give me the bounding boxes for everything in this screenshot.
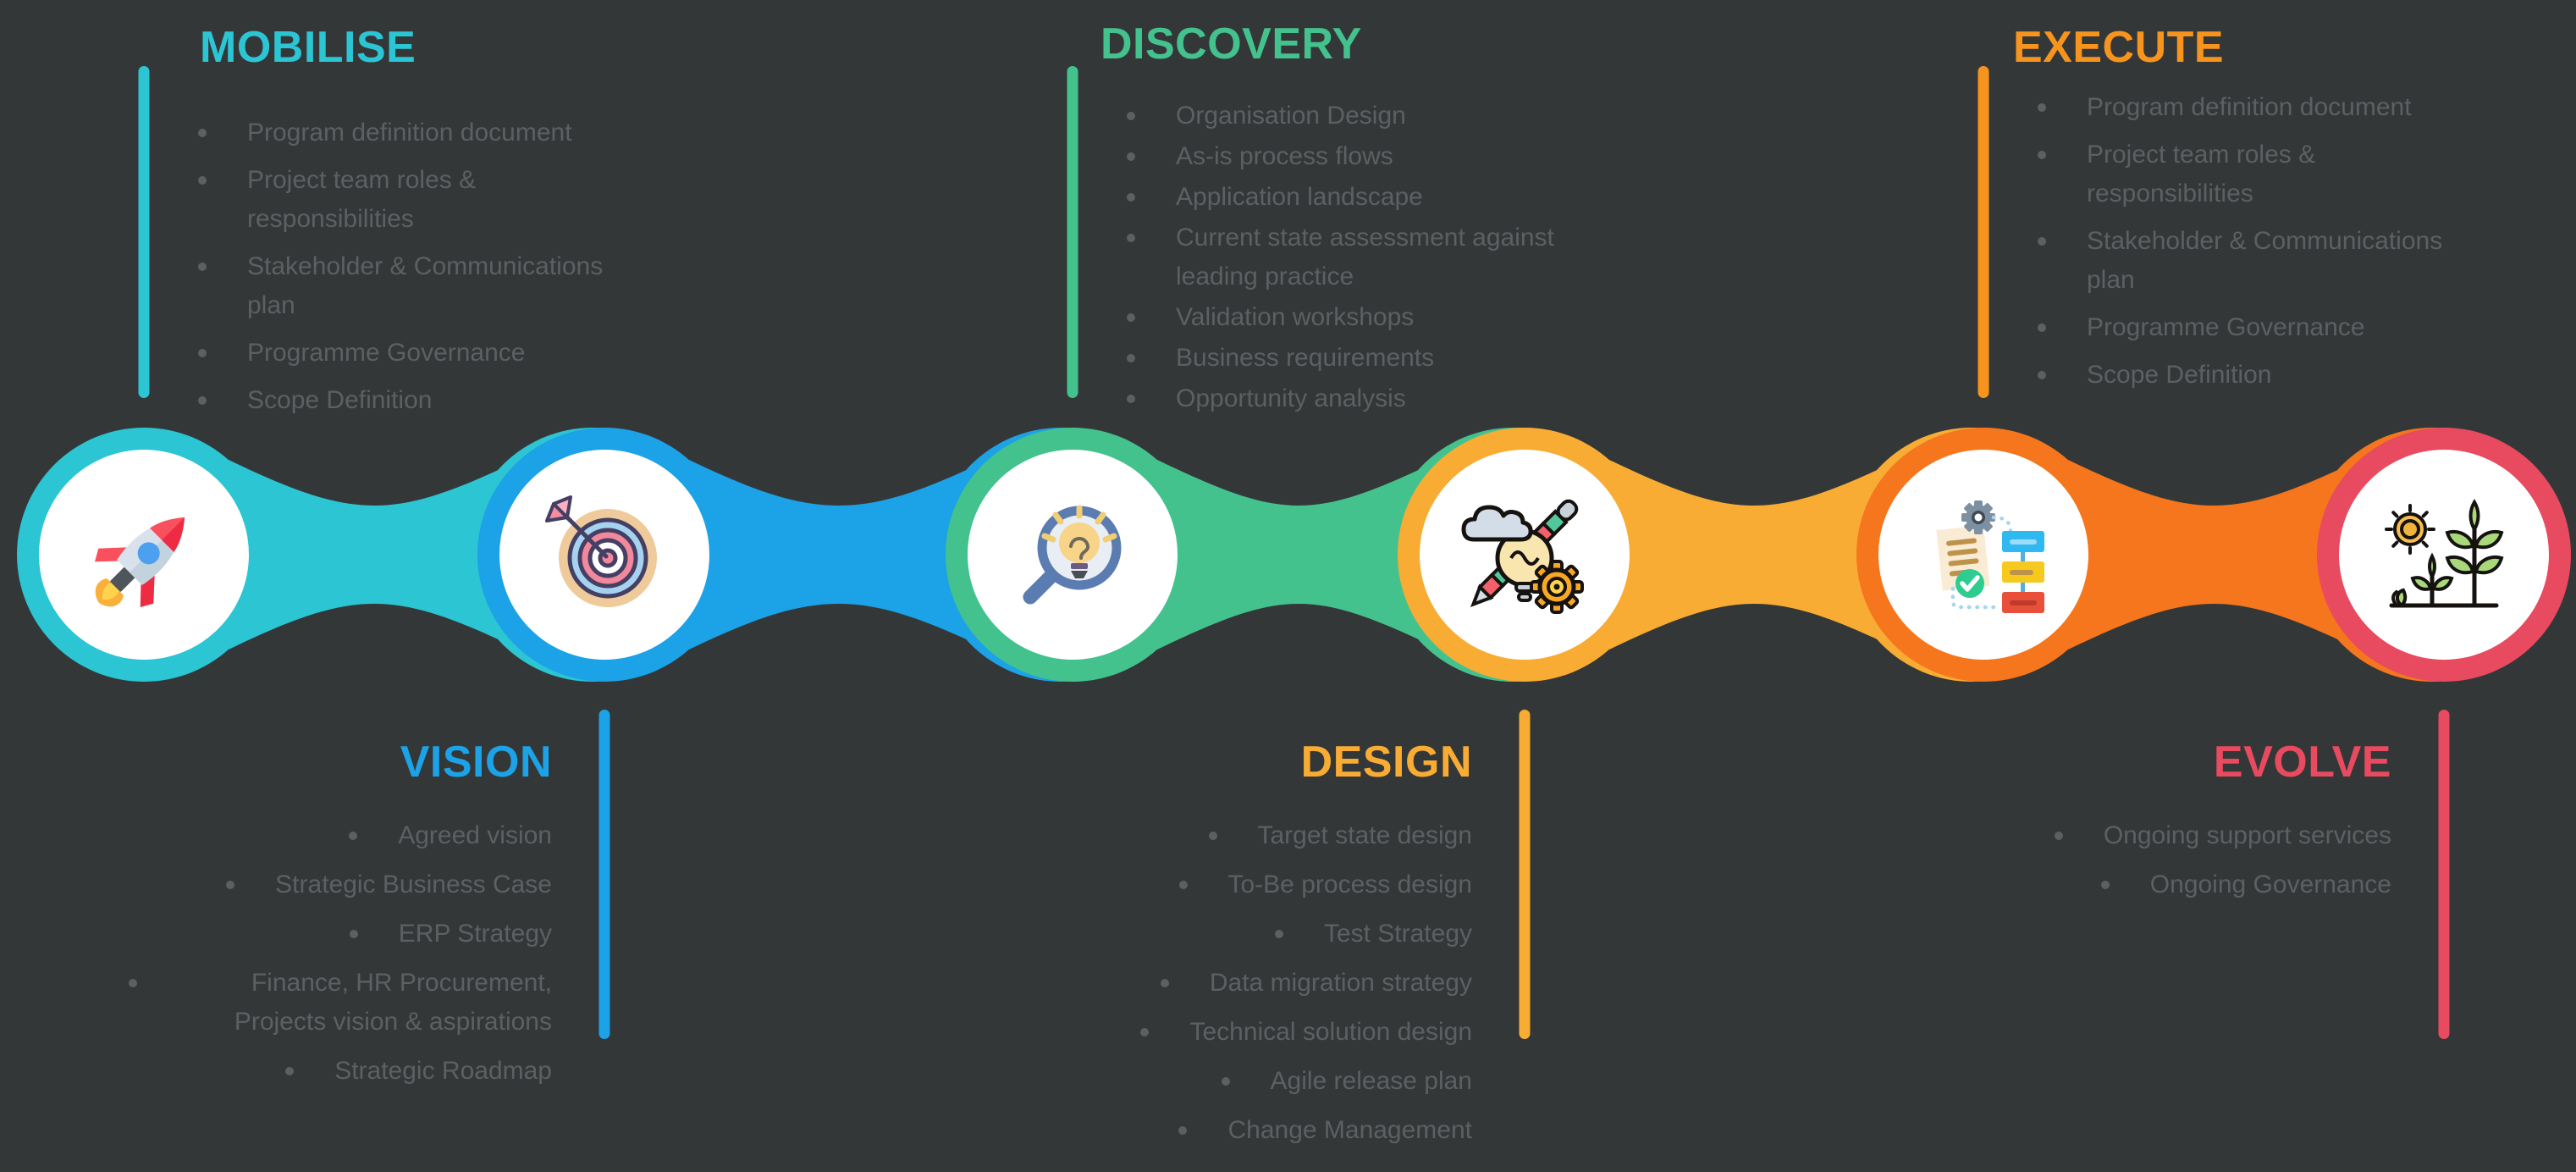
bullet-dot [1274,930,1283,938]
bullet-dot [1208,832,1217,840]
phase-title-evolve: EVOLVE [2213,738,2391,787]
bullet-dot [1127,313,1135,322]
bullet-dot [1221,1077,1230,1086]
bullet-dot [2038,371,2046,379]
list-item: ERP Strategy [129,915,552,954]
execute-accent-line [1978,66,1989,398]
pencil-idea-gear-icon [1461,499,1584,614]
list-item: Stakeholder & Communications plan [2038,222,2486,300]
mobilise-deliverables-list: Program definition document Project team… [198,113,621,420]
phase-title-mobilise: MOBILISE [200,23,416,72]
list-item: Business requirements [1127,339,1584,378]
evolve-accent-line [2438,710,2450,1039]
bullet-dot [2054,832,2063,840]
connector-mobilise-vision [229,460,520,650]
bullet-dot [1127,193,1135,202]
bullet-dot [198,349,207,357]
list-item: Scope Definition [2038,356,2486,395]
bullet-dot [198,129,207,137]
discovery-accent-line [1067,66,1078,398]
target-arrow-icon [545,495,657,607]
vision-deliverables-list: Agreed vision Strategic Business Case ER… [129,816,552,1091]
bullet-dot [226,881,235,889]
bullet-dot [2100,881,2110,889]
phase-title-execute: EXECUTE [2013,23,2225,72]
list-item: Program definition document [198,113,621,152]
list-item: Agile release plan [1049,1062,1472,1101]
bullet-dot [1127,112,1135,120]
mobilise-accent-line [138,66,150,398]
bullet-dot [1160,979,1169,987]
list-item: Ongoing Governance [1968,865,2391,904]
bullet-dot [2038,103,2046,112]
list-item: Project team roles & responsibilities [2038,135,2486,213]
sun-icon [2385,504,2435,555]
list-item: Validation workshops [1127,298,1584,337]
connector-execute-evolve [2068,460,2359,650]
list-item: Target state design [1049,816,1472,855]
bullet-dot [2038,237,2046,246]
list-item: As-is process flows [1127,137,1584,176]
list-item: Programme Governance [2038,308,2486,347]
design-accent-line [1519,710,1531,1039]
bullet-dot [2038,151,2046,159]
list-item: Opportunity analysis [1127,379,1584,418]
phase-title-design: DESIGN [1300,738,1472,787]
plant-growth-icon [2385,499,2504,608]
mini-gear-icon [1961,500,1995,534]
connector-discovery-design [1157,460,1440,650]
magnifier-bulb-icon [1023,505,1122,605]
rocket-icon [95,517,185,607]
list-item: Current state assessment against leading… [1127,218,1584,296]
list-item: Program definition document [2038,88,2486,127]
node-disc [2339,450,2549,660]
connector-vision-discovery [689,460,988,650]
phase-title-vision: VISION [400,738,552,787]
bullet-dot [285,1067,295,1075]
list-item: Data migration strategy [1049,964,1472,1003]
bullet-dot [129,979,137,987]
bullet-dot [1140,1028,1150,1037]
list-item: Test Strategy [1049,915,1472,954]
bullet-dot [2038,323,2046,332]
discovery-deliverables-list: Organisation Design As-is process flows … [1127,97,1584,418]
list-item: Ongoing support services [1968,816,2391,855]
evolve-deliverables-list: Ongoing support services Ongoing Governa… [1968,816,2391,904]
bullet-dot [198,176,207,185]
list-item: Technical solution design [1049,1013,1472,1052]
bullet-dot [349,832,358,840]
bullet-dot [349,930,358,938]
execute-deliverables-list: Program definition document Project team… [2038,88,2486,395]
list-item: Strategic Business Case [129,865,552,904]
list-item: Finance, HR Procurement, Projects vision… [129,964,552,1042]
list-item: Programme Governance [198,334,621,373]
vision-accent-line [598,710,610,1039]
gear-icon [1530,560,1584,614]
connector-design-execute [1609,460,1899,650]
list-item: To-Be process design [1049,865,1472,904]
design-deliverables-list: Target state design To-Be process design… [1049,816,1472,1150]
list-item: Application landscape [1127,178,1584,217]
bullet-dot [1178,1126,1188,1135]
bullet-dot [198,263,207,271]
bullet-dot [1127,354,1135,362]
list-item: Stakeholder & Communications plan [198,247,621,325]
bullet-dot [1178,881,1188,889]
list-item: Project team roles & responsibilities [198,161,621,239]
list-item: Strategic Roadmap [129,1052,552,1091]
list-item: Change Management [1049,1111,1472,1150]
bullet-dot [1127,395,1135,403]
list-item: Organisation Design [1127,97,1584,135]
list-item: Agreed vision [129,816,552,855]
list-item: Scope Definition [198,381,621,420]
phase-title-discovery: DISCOVERY [1100,19,1362,69]
bullet-dot [198,396,207,405]
bullet-dot [1127,152,1135,161]
bullet-dot [1127,234,1135,242]
document-gear-flowchart-icon [1936,500,2044,613]
